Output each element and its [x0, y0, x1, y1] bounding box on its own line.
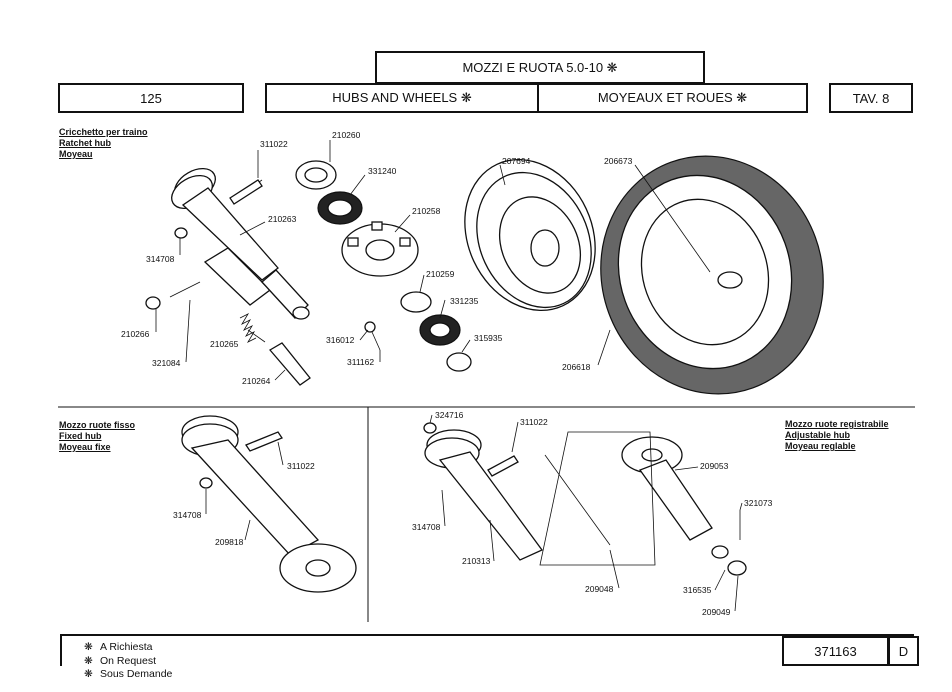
table-box: TAV. 8 — [829, 83, 913, 113]
part-209053: 209053 — [700, 461, 729, 471]
asterisk-icon: ❋ — [84, 641, 93, 653]
legend-item: ❋Sous Demande — [84, 668, 173, 680]
section-label: Ratchet hub — [59, 138, 112, 148]
asterisk-icon: ❋ — [84, 654, 93, 667]
part-321073: 321073 — [744, 498, 773, 508]
rim-drawing — [464, 158, 596, 312]
part-316535: 316535 — [683, 585, 712, 595]
page-title-french: MOYEAUX ET ROUES ❋ — [597, 90, 748, 105]
part-210260: 210260 — [332, 130, 361, 140]
document-code: 371163 — [814, 643, 857, 659]
part-316012: 316012 — [326, 335, 355, 345]
page-title-italian: MOZZI E RUOTA 5.0-10 ❋ — [462, 59, 618, 75]
section-adjustable-hub: Mozzo ruote registrabile Adjustable hub … — [785, 419, 889, 452]
section-label: Fixed hub — [59, 431, 102, 441]
section-label: Moyeau fixe — [59, 442, 111, 452]
part-314708: 314708 — [412, 522, 441, 532]
part-210259: 210259 — [426, 269, 455, 279]
part-311022: 311022 — [287, 461, 315, 471]
section-label: Adjustable hub — [785, 430, 850, 440]
part-210264: 210264 — [242, 376, 271, 386]
model-number: 125 — [140, 90, 162, 106]
section-label: Moyeau reglable — [785, 441, 856, 451]
part-331235: 331235 — [450, 296, 479, 306]
part-314708: 314708 — [173, 510, 202, 520]
part-331240: 331240 — [368, 166, 397, 176]
part-311162: 311162 — [347, 357, 374, 367]
section-fixed-hub: Mozzo ruote fisso Fixed hub Moyeau fixe — [59, 420, 135, 453]
asterisk-icon: ❋ — [84, 668, 93, 680]
part-314708: 314708 — [146, 254, 175, 264]
tyre-drawing — [600, 155, 824, 395]
part-210263: 210263 — [268, 214, 297, 224]
leader-lines — [155, 140, 743, 612]
ratchet-hub-drawing — [145, 160, 472, 386]
part-210265: 210265 — [210, 339, 239, 349]
part-209048: 209048 — [585, 584, 614, 594]
section-label: Cricchetto per traino — [59, 127, 148, 137]
part-206618: 206618 — [562, 362, 591, 372]
legend-item: ❋A Richiesta — [84, 641, 153, 653]
section-label: Mozzo ruote registrabile — [785, 419, 889, 429]
part-210266: 210266 — [121, 329, 150, 339]
part-207694: 207694 — [502, 156, 531, 166]
part-209049: 209049 — [702, 607, 731, 617]
model-box: 125 — [58, 83, 244, 113]
revision-box: D — [888, 636, 919, 666]
part-315935: 315935 — [474, 333, 503, 343]
document-code-box: 371163 — [782, 636, 889, 666]
part-210258: 210258 — [412, 206, 441, 216]
footer-frame — [60, 634, 914, 666]
section-label: Mozzo ruote fisso — [59, 420, 135, 430]
legend-item: ❋On Request — [84, 654, 157, 667]
page-title-english: HUBS AND WHEELS ❋ — [332, 90, 472, 105]
part-324716: 324716 — [435, 410, 464, 420]
part-210313: 210313 — [462, 556, 491, 566]
part-311022: 311022 — [520, 417, 548, 427]
part-311022: 311022 — [260, 139, 288, 149]
part-number-labels: 311022 210260 331240 207694 206673 21026… — [121, 130, 773, 617]
part-206673: 206673 — [604, 156, 633, 166]
legend: ❋A Richiesta ❋On Request ❋Sous Demande — [84, 641, 172, 682]
adjustable-hub-drawing — [423, 422, 747, 576]
section-ratchet-hub: Cricchetto per traino Ratchet hub Moyeau — [59, 127, 148, 160]
section-label: Moyeau — [59, 149, 93, 159]
fixed-hub-drawing — [181, 415, 357, 593]
part-321084: 321084 — [152, 358, 181, 368]
title-box-french: MOYEAUX ET ROUES ❋ — [537, 83, 808, 113]
table-number: TAV. 8 — [852, 90, 890, 106]
revision-letter: D — [898, 643, 909, 659]
part-209818: 209818 — [215, 537, 244, 547]
